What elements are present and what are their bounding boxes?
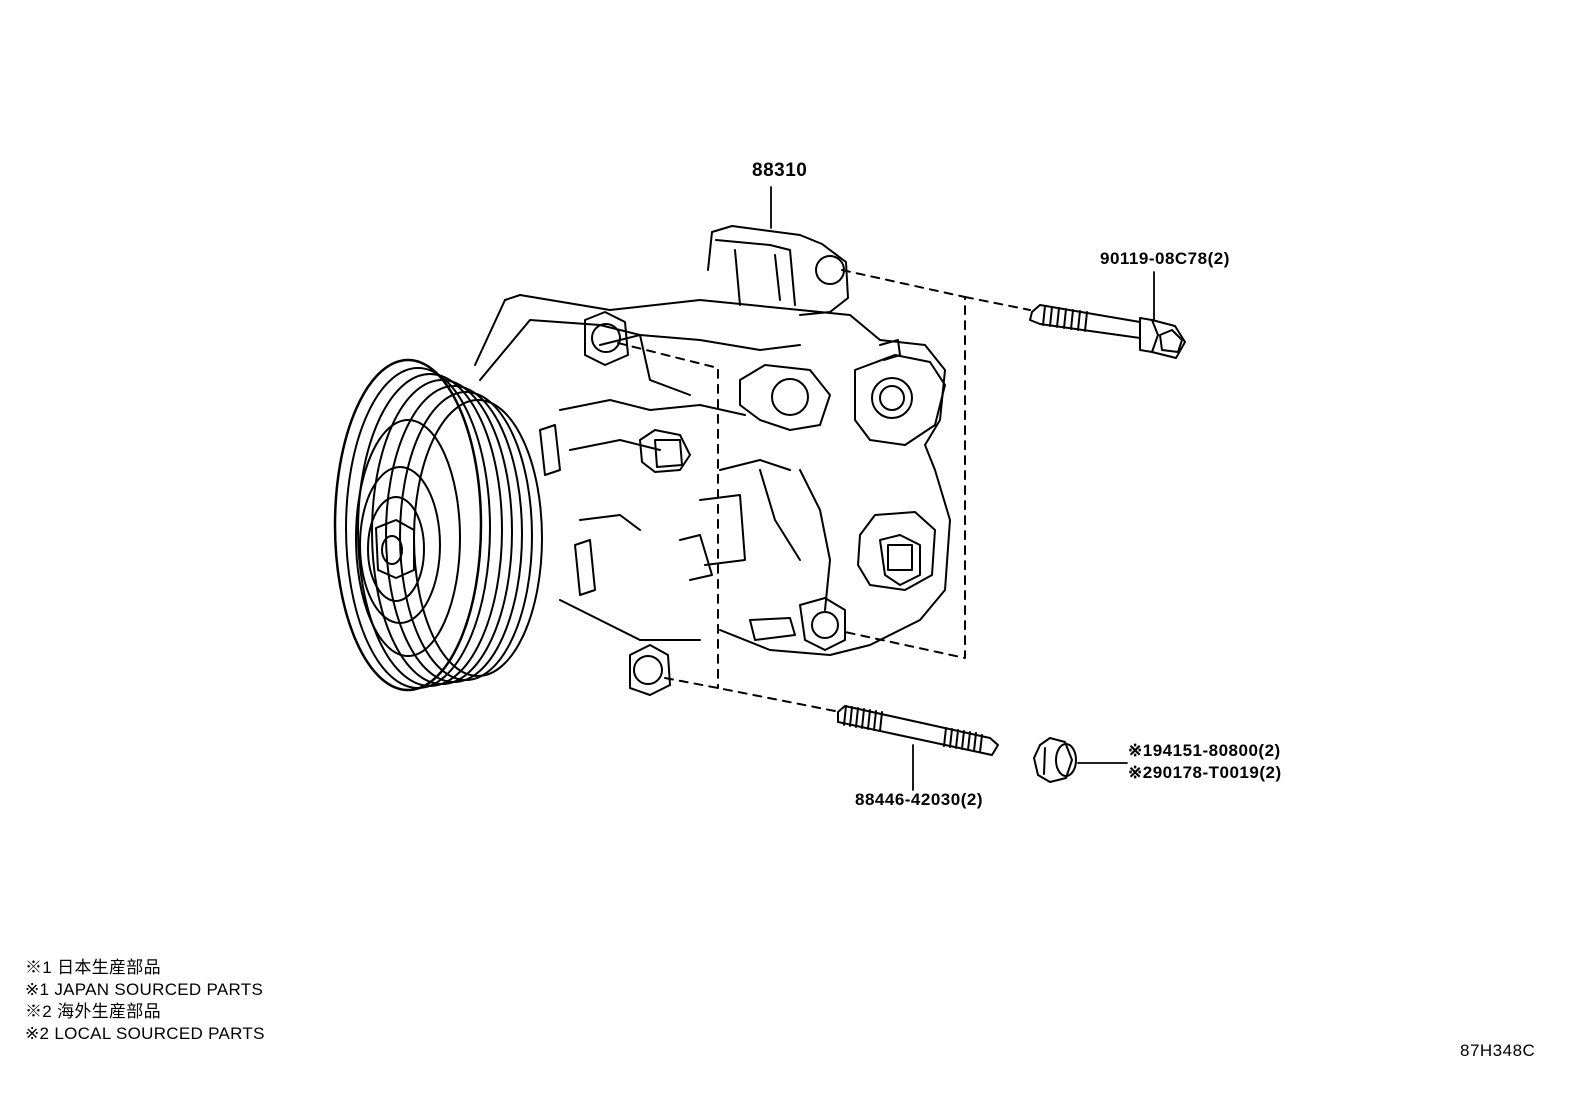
label-nut-local: ※290178-T0019(2) — [1128, 763, 1282, 782]
mounting-bolt — [1029, 304, 1186, 359]
label-bolt: 90119-08C78(2) — [1100, 249, 1230, 268]
flange-nut — [1033, 737, 1077, 783]
label-compressor: 88310 — [752, 160, 808, 181]
diagram-code: 87H348C — [1460, 1041, 1536, 1060]
assembly-guide-lines — [617, 269, 1031, 713]
ac-compressor — [333, 225, 951, 696]
note-line: ※1 日本生産部品 — [25, 958, 161, 977]
leader-lines — [770, 186, 1155, 791]
notes-legend: ※1 日本生産部品 ※1 JAPAN SOURCED PARTS ※2 海外生産… — [25, 957, 265, 1045]
note-line: ※2 LOCAL SOURCED PARTS — [25, 1024, 265, 1043]
label-stud: 88446-42030(2) — [855, 790, 983, 809]
stud-bolt — [837, 705, 999, 756]
label-nut-japan: ※194151-80800(2) — [1128, 741, 1281, 760]
note-line: ※2 海外生産部品 — [25, 1002, 161, 1021]
note-line: ※1 JAPAN SOURCED PARTS — [25, 980, 264, 999]
